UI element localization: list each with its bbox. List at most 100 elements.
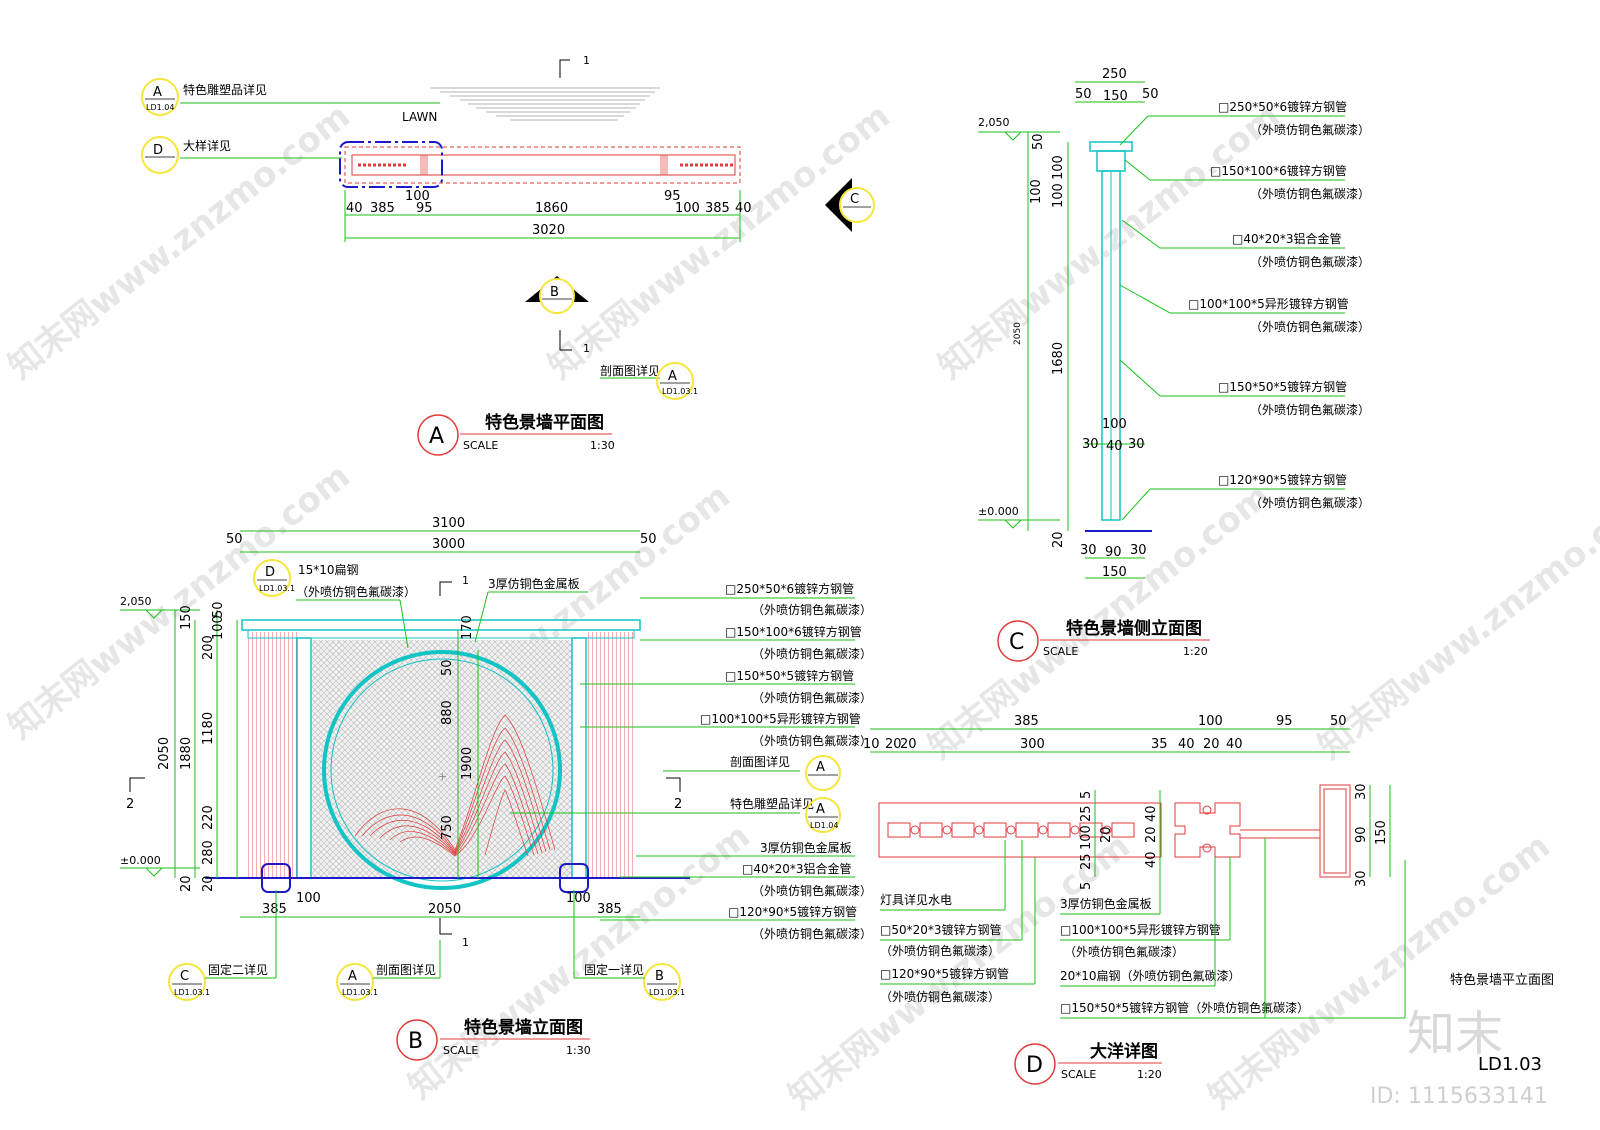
callout-ref: LD1.04: [146, 103, 174, 112]
material-label: □150*100*6镀锌方钢管: [725, 624, 862, 639]
wall-footprint: [344, 146, 741, 184]
side-dimensions: 50 100 100 100 2050 1680 20: [1013, 132, 1069, 548]
dim-label: 20: [179, 875, 194, 892]
callout-letter: A: [816, 760, 825, 775]
title-letter: C: [1009, 630, 1024, 655]
dim-label: 50: [226, 532, 243, 547]
material-label: 3厚仿铜色金属板: [1060, 896, 1152, 911]
material-label: □120*90*5镀锌方钢管: [1218, 472, 1347, 487]
dim-label: 3100: [432, 516, 465, 531]
material-label: 特色雕塑品详见: [730, 796, 814, 811]
callout-text: 大样详见: [183, 138, 231, 153]
side-panel-right: [586, 632, 636, 878]
dim-label: 100: [566, 891, 591, 906]
light-box: [878, 802, 1162, 858]
level-label: ±0.000: [120, 854, 161, 867]
callout-letter: A: [816, 802, 825, 817]
note-text: 3厚仿铜色金属板: [488, 576, 580, 591]
dim-label: 50: [640, 532, 657, 547]
section-mark-number: 2: [674, 797, 682, 812]
dim-label: 1180: [201, 712, 216, 745]
dim-label: 40: [1178, 737, 1195, 752]
callout-letter: A: [348, 969, 357, 984]
side-elevation-c: 250 50 150 50 2,050 ±0.000 50 100 100 10…: [978, 67, 1370, 662]
dim-label: 25: [1079, 853, 1094, 870]
dim-label: 100: [675, 201, 700, 216]
lawn-hatch: [430, 87, 660, 121]
dim-label: 5: [1079, 882, 1094, 890]
center-dimensions: 170 50 880 1900 750: [440, 615, 479, 878]
post-right: [660, 155, 668, 175]
svg-text:+: +: [438, 770, 447, 783]
title-letter: B: [408, 1029, 423, 1054]
material-label: □150*50*5镀锌方钢管: [1218, 379, 1347, 394]
dim-label: 20: [1051, 531, 1066, 548]
section-mark-number: 1: [462, 574, 469, 587]
side-labels: □250*50*6镀锌方钢管 （外喷仿铜色氟碳漆） □150*100*6镀锌方钢…: [1119, 99, 1370, 521]
callout-ref: LD1.04: [810, 821, 838, 830]
dim-label: 100: [1198, 714, 1223, 729]
level-label: 2,050: [978, 116, 1010, 129]
material-label: （外喷仿铜色氟碳漆）: [752, 646, 872, 661]
dim-label: 385: [705, 201, 730, 216]
material-label: □50*20*3镀锌方钢管: [880, 922, 1002, 937]
callout-letter: A: [668, 369, 677, 384]
detail-d: 385 100 95 50 10 20 20 300 35 40 20 40: [863, 714, 1554, 1085]
watermark-text: 知末网www.znzmo.com: [1311, 476, 1600, 767]
scale-label: SCALE: [1061, 1068, 1096, 1081]
section-ref-text: 剖面图详见: [600, 363, 660, 378]
scale-value: 1:30: [566, 1044, 591, 1057]
material-label: □250*50*6镀锌方钢管: [1218, 99, 1347, 114]
dim-label: 100: [1079, 825, 1094, 850]
dim-label: 50: [211, 601, 226, 618]
section-mark-number: 1: [583, 54, 590, 67]
section-mark: [559, 59, 570, 78]
image-id-label: ID: 1115633141: [1370, 1084, 1548, 1109]
material-label: □100*100*5异形镀锌方钢管: [700, 711, 861, 726]
dim-label: 20: [1144, 826, 1159, 843]
scale-label: SCALE: [1043, 645, 1078, 658]
moon-gate-ring-inner: [330, 658, 554, 882]
watermark-text: 知末网www.znzmo.com: [1, 96, 358, 387]
left-dimensions: 2050 1880 150 50 200 100 1180 220 280 20…: [157, 601, 238, 892]
callout-ref: LD1.03.1: [342, 988, 378, 997]
view-letter: C: [850, 192, 859, 207]
dim-label: 95: [664, 189, 681, 204]
section-mark-number: 2: [126, 797, 134, 812]
dim-label: 20: [885, 737, 902, 752]
dim-label: 30: [1130, 543, 1147, 558]
callout-ref: LD1.03.1: [662, 387, 698, 396]
material-label: （外喷仿铜色氟碳漆）: [880, 989, 1000, 1004]
plan-note: 特色景墙平立面图: [1450, 972, 1554, 988]
dim-label: 150: [179, 605, 194, 630]
title-letter: A: [429, 424, 444, 449]
dim-label: 30: [1080, 543, 1097, 558]
dim-label: 1860: [535, 201, 568, 216]
dim-label: 1880: [179, 737, 194, 770]
dim-label: 170: [460, 615, 475, 640]
dim-label: 100: [1051, 155, 1066, 180]
dim-label: 385: [597, 902, 622, 917]
view-letter: B: [550, 285, 559, 300]
material-label: 灯具详见水电: [880, 892, 952, 907]
section-mark-number: 1: [583, 342, 590, 355]
material-label: （外喷仿铜色氟碳漆）: [1250, 319, 1370, 334]
dim-label: 40: [1144, 851, 1159, 868]
material-label: （外喷仿铜色氟碳漆）: [752, 690, 872, 705]
dim-label: 10: [863, 737, 880, 752]
detail-labels: 灯具详见水电 □50*20*3镀锌方钢管 （外喷仿铜色氟碳漆） □120*90*…: [880, 838, 1309, 1019]
elevation-b: 3100 3000 50 50 2,050 ±0.000 +: [120, 516, 872, 1061]
dim-label: 50: [1142, 87, 1159, 102]
site-logo: 知末: [1407, 1006, 1503, 1062]
material-label: 20*10扁钢（外喷仿铜色氟碳漆）: [1060, 968, 1241, 983]
material-label: （外喷仿铜色氟碳漆）: [752, 733, 872, 748]
post-right: [571, 637, 587, 879]
material-label: □120*90*5镀锌方钢管: [728, 904, 857, 919]
dim-label: 90: [1105, 545, 1122, 560]
post-left: [296, 637, 312, 879]
material-label: （外喷仿铜色氟碳漆）: [1250, 186, 1370, 201]
bottom-refs: C LD1.03.1 固定二详见 A LD1.03.1 剖面图详见 B LD1.…: [168, 890, 685, 1001]
scale-label: SCALE: [463, 439, 498, 452]
scale-value: 1:30: [590, 439, 615, 452]
